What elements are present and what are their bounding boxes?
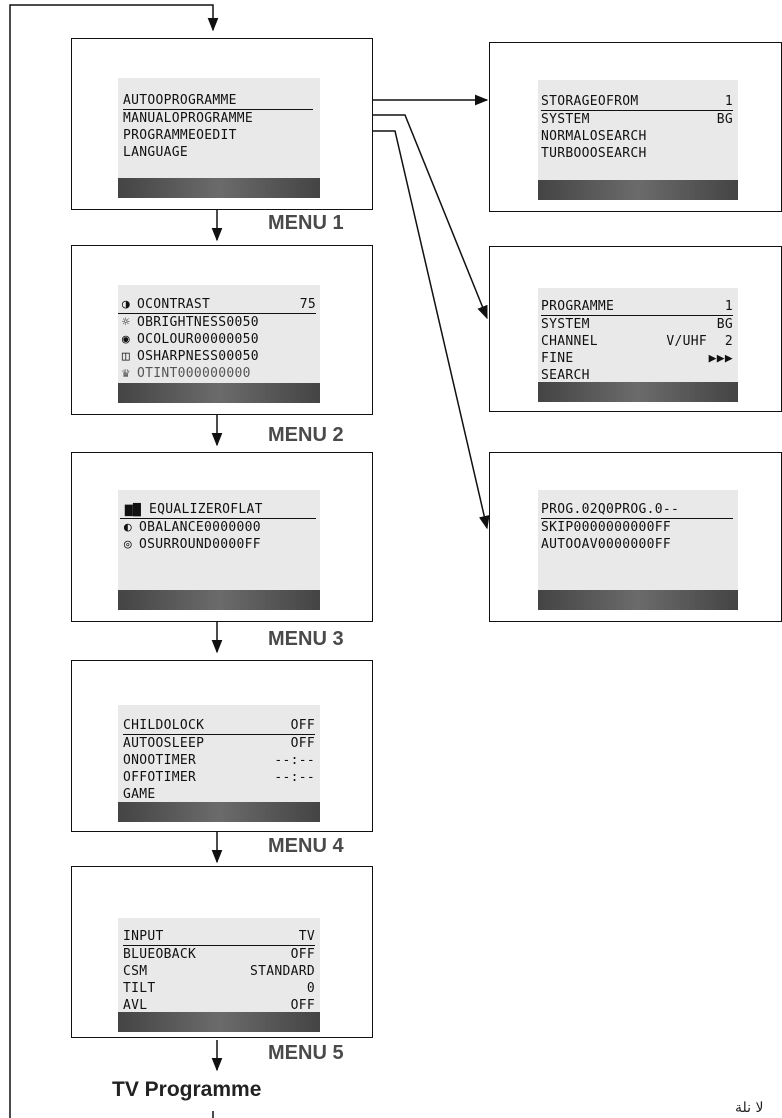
manual-programme-row-fine[interactable]: FINE▶▶▶ <box>541 351 733 366</box>
auto-programme-row-turbo-search[interactable]: TURBOOOSEARCH <box>541 146 647 161</box>
sharpness-icon: ◫ <box>121 349 131 364</box>
equalizer-icon: ▆▇ <box>124 502 142 517</box>
menu1-label: MENU 1 <box>268 212 344 234</box>
manual-programme-row-search[interactable]: SEARCH <box>541 368 590 383</box>
menu4-row-off-timer[interactable]: OFFOTIMER--:-- <box>123 770 315 785</box>
auto-programme-status-bar <box>538 180 738 200</box>
menu4-row-on-timer[interactable]: ONOOTIMER--:-- <box>123 753 315 768</box>
menu1-item-auto-programme[interactable]: AUTOOPROGRAMME <box>123 92 313 110</box>
menu4-status-bar <box>118 802 320 822</box>
balance-icon: ◐ <box>123 520 133 535</box>
menu3-row-equalizer[interactable]: ▆▇EQUALIZEROFLAT <box>120 501 316 519</box>
corner-text: لا نلة <box>735 1100 764 1116</box>
programme-edit-row-skip[interactable]: SKIP0000000000FF <box>541 520 672 535</box>
menu1-item-manual-programme[interactable]: MANUALOPROGRAMME <box>123 111 254 126</box>
tv-programme-label: TV Programme <box>112 1078 262 1101</box>
menu2-row-brightness[interactable]: ☼OBRIGHTNESS0050 <box>118 314 316 331</box>
menu5-label: MENU 5 <box>268 1042 344 1064</box>
loop-outer-line <box>9 4 219 1118</box>
colour-icon: ◉ <box>121 332 131 347</box>
menu2-row-tint[interactable]: ♛OTINT000000000 <box>118 365 316 382</box>
programme-edit-list: PROG.02Q0PROG.0-- SKIP0000000000FF AUTOO… <box>541 501 733 553</box>
menu1-item-programme-edit[interactable]: PROGRAMMEOEDIT <box>123 128 237 143</box>
tint-icon: ♛ <box>121 366 131 381</box>
programme-edit-row-auto-av[interactable]: AUTOOAV0000000FF <box>541 537 672 552</box>
menu1-item-language[interactable]: LANGUAGE <box>123 145 189 160</box>
menu3-label: MENU 3 <box>268 628 344 650</box>
menu2-row-colour[interactable]: ◉OCOLOUR00000050 <box>118 331 316 348</box>
menu4-row-game[interactable]: GAME <box>123 787 156 802</box>
menu5-status-bar <box>118 1012 320 1032</box>
menu1-list: AUTOOPROGRAMME MANUALOPROGRAMME PROGRAMM… <box>123 92 313 161</box>
menu3-row-balance[interactable]: ◐OBALANCE0000000 <box>120 519 316 536</box>
menu5-screen <box>118 918 320 1030</box>
brightness-icon: ☼ <box>121 315 131 330</box>
menu3-status-bar <box>118 590 320 610</box>
fine-arrows-icon: ▶▶▶ <box>708 351 733 366</box>
menu2-row-sharpness[interactable]: ◫OSHARPNESS00050 <box>118 348 316 365</box>
surround-icon: ◎ <box>123 537 133 552</box>
contrast-icon: ◑ <box>121 297 131 312</box>
menu4-label: MENU 4 <box>268 835 344 857</box>
menu2-label: MENU 2 <box>268 424 344 446</box>
programme-edit-row-prog[interactable]: PROG.02Q0PROG.0-- <box>541 501 733 519</box>
menu2-status-bar <box>118 383 320 403</box>
manual-programme-status-bar <box>538 382 738 402</box>
menu3-row-surround[interactable]: ◎OSURROUND0000FF <box>120 536 316 553</box>
auto-programme-row-normal-search[interactable]: NORMALOSEARCH <box>541 129 647 144</box>
programme-edit-status-bar <box>538 590 738 610</box>
menu3-list: ▆▇EQUALIZEROFLAT ◐OBALANCE0000000 ◎OSURR… <box>120 501 316 553</box>
menu1-status-bar <box>118 178 320 198</box>
